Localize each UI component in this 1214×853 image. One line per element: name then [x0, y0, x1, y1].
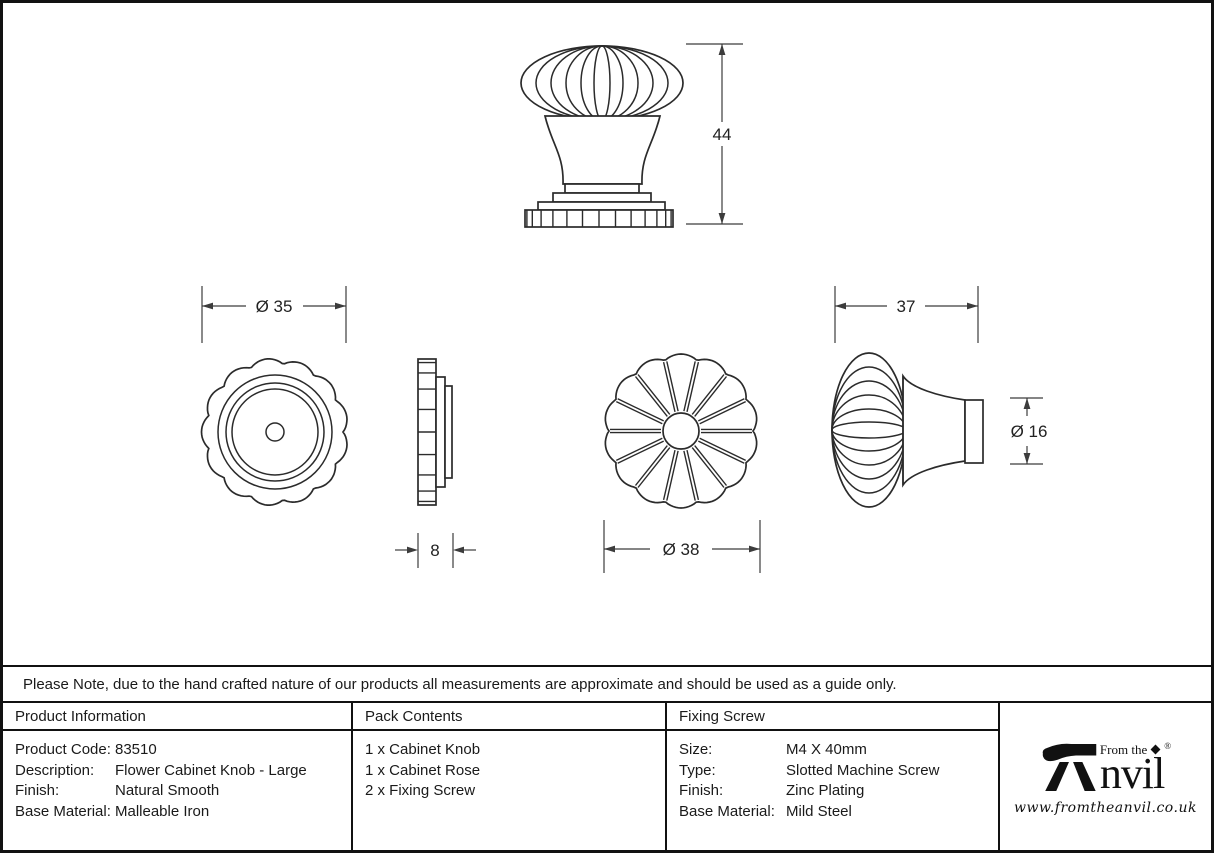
logo-prefix: From the	[1099, 741, 1148, 757]
table-row: Finish: Natural Smooth	[15, 781, 339, 802]
base-material-label: Base Material:	[15, 802, 111, 820]
dimension-rose-diameter: Ø 35	[201, 286, 347, 343]
dimension-label-knob-length: 37	[897, 297, 916, 316]
dimension-label-rose-diameter: Ø 35	[256, 297, 293, 316]
flower-petal-lines	[610, 361, 752, 501]
pack-item: 1 x Cabinet Rose	[365, 761, 481, 779]
pack-contents-header: Pack Contents	[353, 703, 667, 731]
flower-centre	[662, 412, 700, 450]
knob-base-disc	[964, 399, 984, 464]
knob-stem	[543, 115, 662, 185]
rose-front-view-drawing	[200, 358, 348, 506]
knob-stem-horizontal	[902, 373, 966, 488]
registered-mark: ®	[1164, 740, 1172, 751]
description-label: Description:	[15, 761, 95, 779]
table-row: Base Material: Malleable Iron	[15, 802, 339, 823]
knob-horizontal-side-view-drawing	[831, 352, 984, 508]
table-row: Description: Flower Cabinet Knob - Large	[15, 761, 339, 782]
knob-side-elevation-drawing	[520, 45, 684, 228]
dimension-knob-face-diameter: Ø 38	[603, 520, 761, 573]
dimension-label-height: 44	[713, 125, 732, 144]
rose-side-profile-drawing	[417, 358, 453, 506]
measurement-note-text: Please Note, due to the hand crafted nat…	[23, 675, 897, 693]
base-material-value: Malleable Iron	[115, 802, 210, 820]
dimension-rose-depth: 8	[395, 533, 476, 568]
finish-value: Natural Smooth	[115, 782, 220, 799]
technical-drawing-area: 44 Ø 35	[3, 3, 1211, 665]
dimension-knob-length: 37	[834, 286, 979, 343]
logo-website-url: www.fromtheanvil.co.uk	[1014, 799, 1197, 816]
pack-item: 1 x Cabinet Knob	[365, 741, 481, 758]
product-information-header: Product Information	[3, 703, 353, 731]
dimension-label-face-diameter: Ø 38	[663, 540, 700, 559]
measurement-note: Please Note, due to the hand crafted nat…	[3, 665, 1211, 701]
product-information-body: Product Code: 83510 Description: Flower …	[3, 731, 353, 850]
fixing-screw-header: Fixing Screw	[667, 703, 1000, 731]
fixing-screw-body: Size: M4 X 40mm Type: Slotted Machine Sc…	[667, 731, 1000, 850]
rose-side-fluting	[418, 361, 436, 503]
product-info-table: Product Information Pack Contents Fixing…	[3, 701, 1211, 850]
screw-type-value: Slotted Machine Screw	[786, 761, 940, 779]
screw-finish-value: Zinc Plating	[786, 782, 865, 799]
dimension-base-diameter: Ø 16	[1010, 397, 1048, 465]
product-code-label: Product Code:	[15, 741, 111, 758]
technical-drawing: 44 Ø 35	[200, 43, 1048, 573]
dimension-label-base-diameter: Ø 16	[1011, 422, 1048, 441]
dimension-label-rose-depth: 8	[430, 541, 439, 560]
pack-contents-body: 1 x Cabinet Knob 1 x Cabinet Rose 2 x Fi…	[353, 731, 667, 850]
table-row: Base Material: Mild Steel	[679, 802, 986, 823]
pack-item: 2 x Fixing Screw	[365, 782, 476, 799]
screw-base-material-value: Mild Steel	[786, 802, 852, 820]
finish-label: Finish:	[15, 782, 60, 799]
table-row: Size: M4 X 40mm	[679, 740, 986, 761]
table-row: Type: Slotted Machine Screw	[679, 761, 986, 782]
screw-size-value: M4 X 40mm	[786, 741, 867, 758]
dimension-knob-height: 44	[686, 43, 743, 225]
rose-fluting	[526, 210, 672, 227]
screw-size-label: Size:	[679, 741, 713, 758]
table-row: Finish: Zinc Plating	[679, 781, 986, 802]
logo-wordmark: nvil	[1099, 748, 1165, 798]
knob-face-front-view-drawing	[604, 353, 758, 509]
product-code-value: 83510	[115, 741, 157, 758]
screw-base-material-label: Base Material:	[679, 802, 775, 820]
screw-finish-label: Finish:	[679, 782, 724, 799]
rose-screw-hole	[265, 422, 285, 442]
table-row: Product Code: 83510	[15, 740, 339, 761]
description-value: Flower Cabinet Knob - Large	[115, 761, 307, 779]
brand-logo: From the ® nvil www.fromtheanvil.co.uk	[1000, 703, 1211, 850]
screw-type-label: Type:	[679, 761, 716, 779]
anvil-icon	[1042, 743, 1097, 791]
